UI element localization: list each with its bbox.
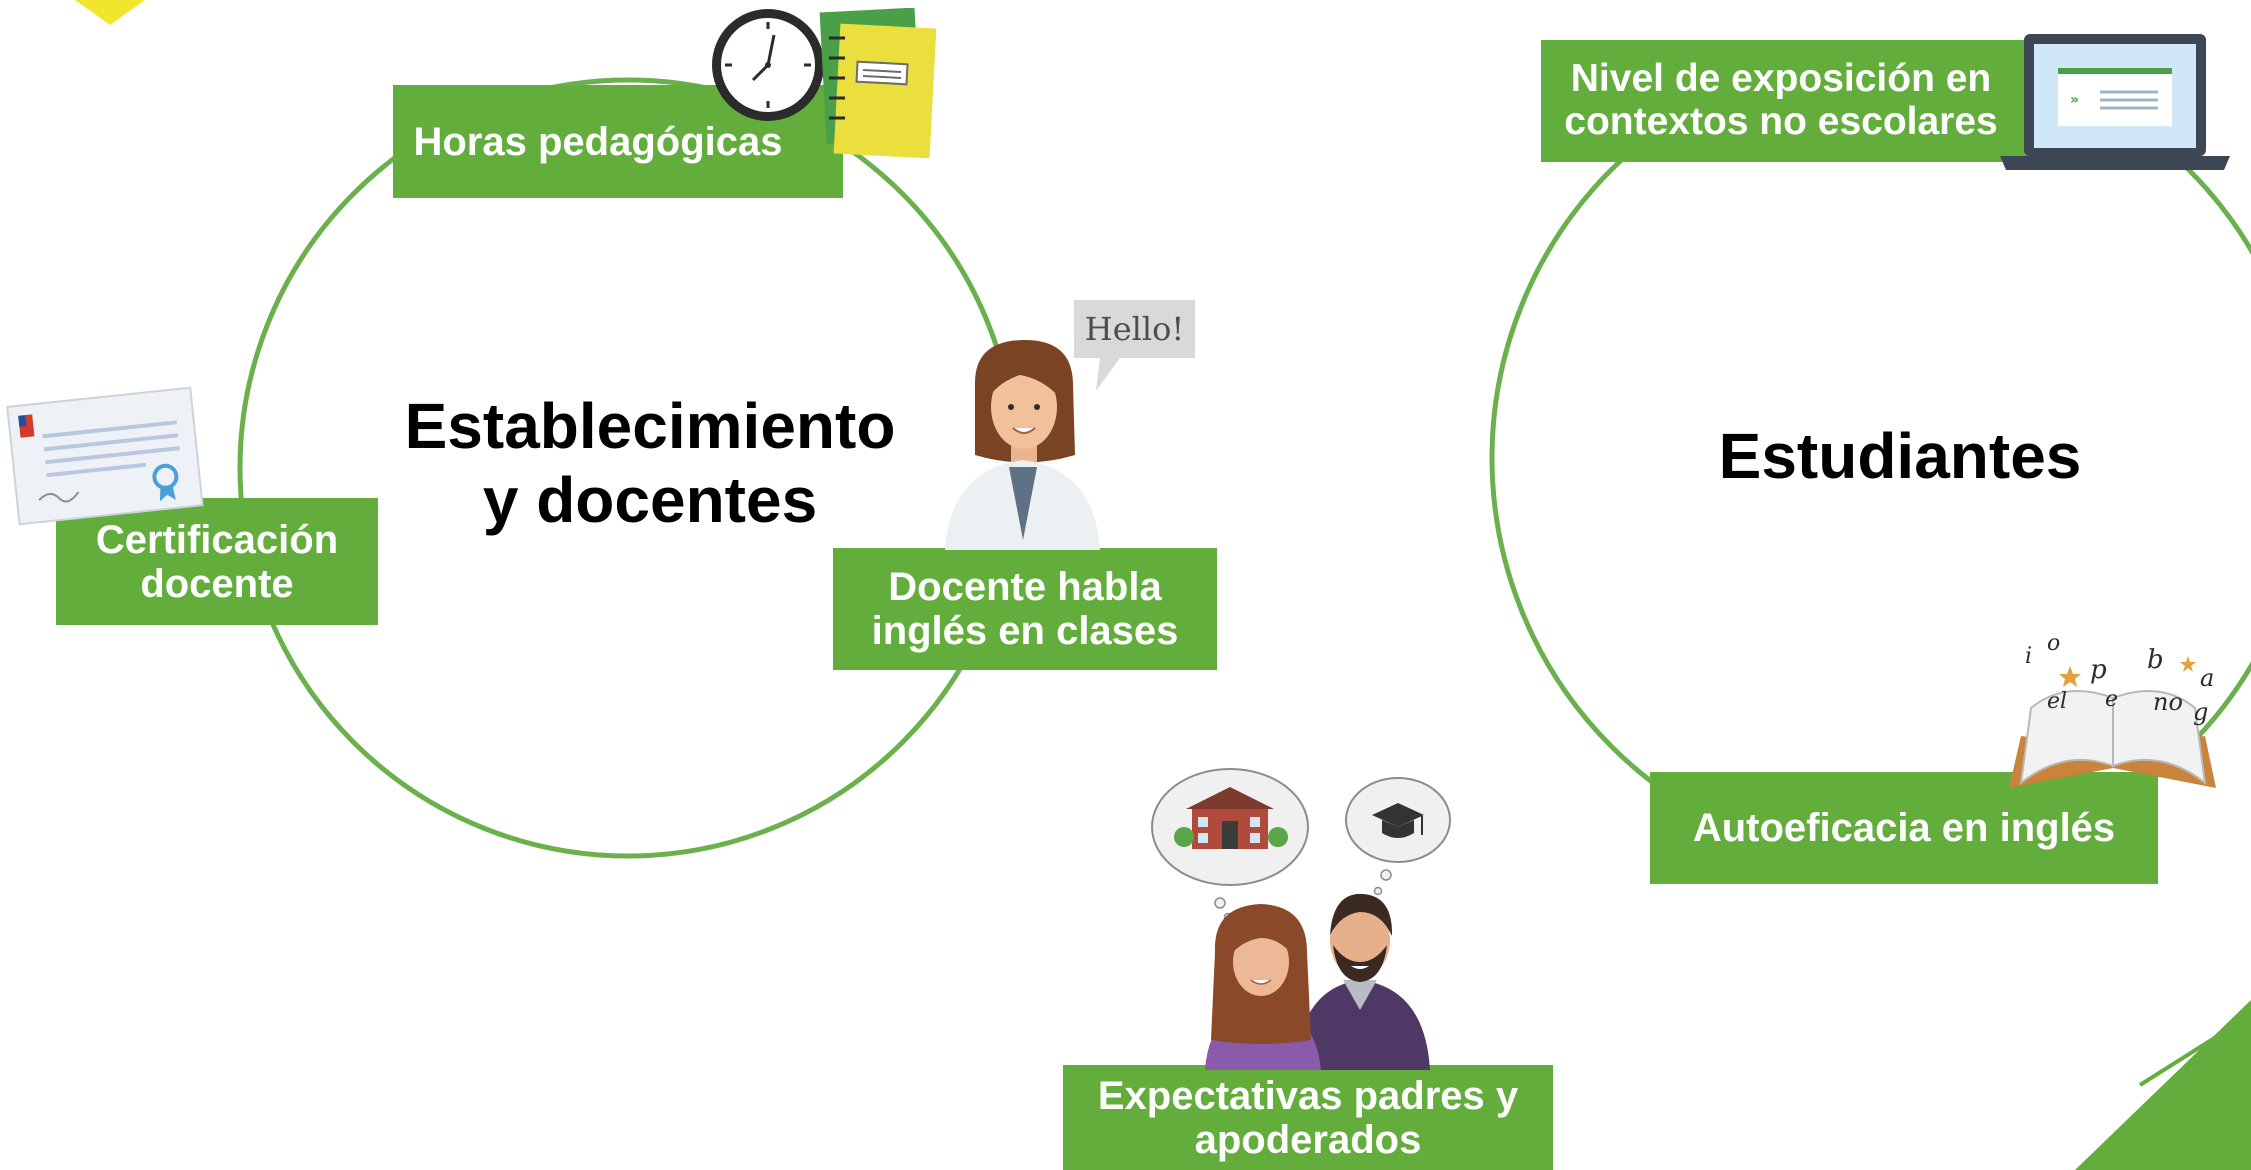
- open-book-icon: i o p b a el e no g: [2009, 631, 2216, 788]
- svg-text:»: »: [2070, 92, 2079, 108]
- book-letter-g: g: [2193, 698, 2208, 726]
- book-letter-a: a: [2200, 664, 2214, 692]
- left-cluster-title: Establecimiento y docentes: [404, 390, 896, 536]
- speech-bubble-icon: [1074, 300, 1195, 391]
- book-letter-p: p: [2090, 655, 2107, 685]
- certificate-icon: [6, 386, 204, 526]
- book-letter-el: el: [2047, 689, 2067, 714]
- corner-green-line: [2138, 1013, 2251, 1087]
- right-cluster-title: Estudiantes: [1718, 420, 2082, 492]
- school-thought-icon: [1151, 768, 1309, 922]
- book-letter-i: i: [2025, 644, 2032, 669]
- expectativas-padres-label: Expectativas padres y apoderados: [1063, 1065, 1553, 1170]
- autoeficacia-label: Autoeficacia en inglés: [1650, 772, 2158, 884]
- nivel-exposicion-label: Nivel de exposición en contextos no esco…: [1541, 40, 2041, 162]
- clock-icon: [712, 9, 824, 121]
- corner-green-triangle: [2075, 1000, 2251, 1170]
- notebook-icon: [819, 8, 937, 158]
- book-letter-e: e: [2105, 687, 2118, 712]
- speech-bubble-text: Hello!: [1084, 310, 1185, 348]
- corner-yellow-triangle: [75, 0, 145, 25]
- certificacion-docente-label: Certificación docente: [56, 498, 378, 625]
- parents-icon: [1205, 893, 1430, 1070]
- book-letter-no: no: [2153, 688, 2183, 716]
- teacher-icon: [945, 340, 1100, 550]
- laptop-icon: »: [2000, 34, 2230, 170]
- book-letter-o: o: [2047, 631, 2060, 656]
- book-letter-b: b: [2147, 645, 2164, 675]
- docente-habla-label: Docente habla inglés en clases: [833, 548, 1217, 670]
- thought-clouds: [1151, 768, 1451, 922]
